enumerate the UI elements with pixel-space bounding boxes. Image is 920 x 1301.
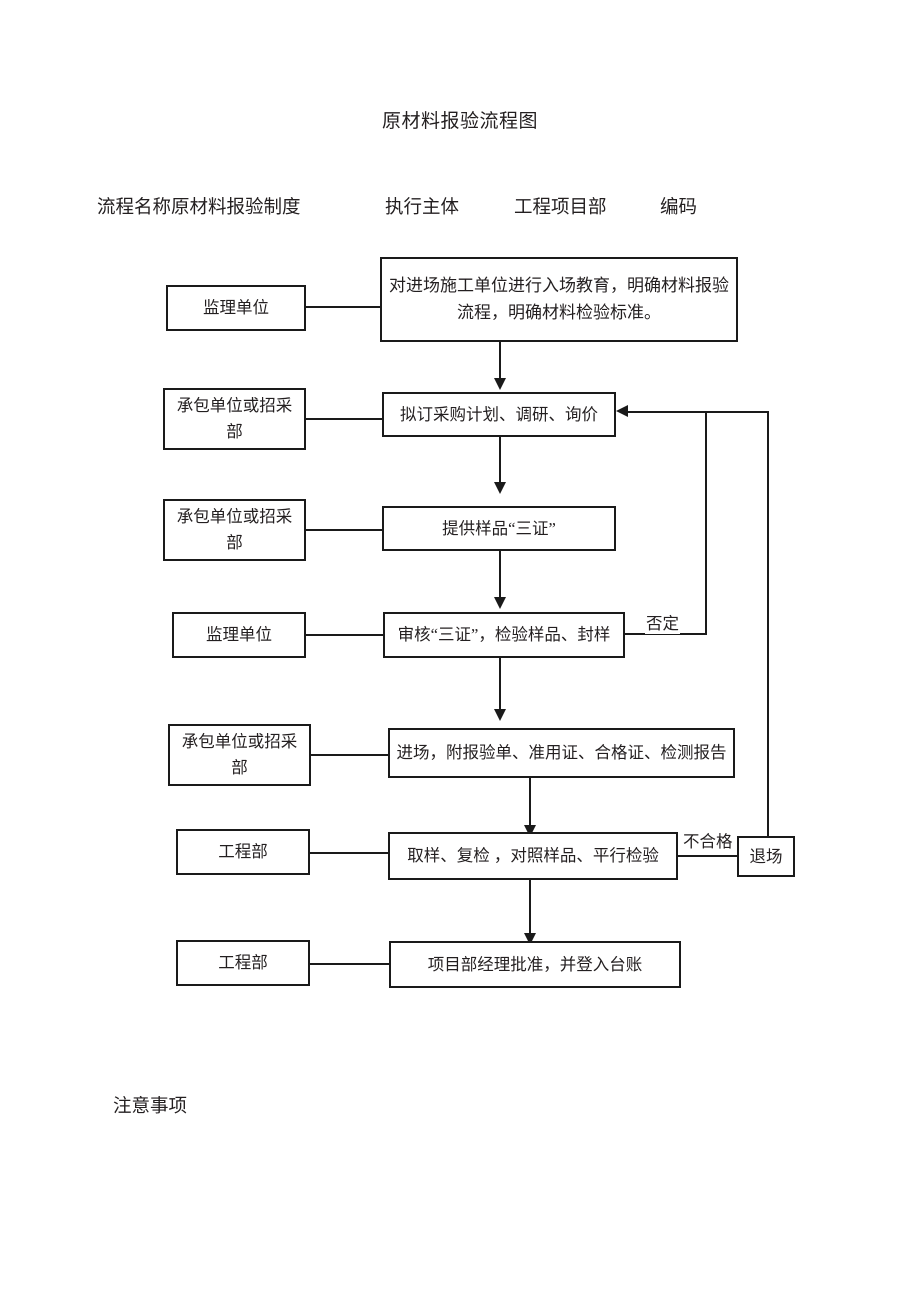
- connector-actor3-step3: [305, 529, 383, 532]
- step-box-7-label: 项目部经理批准，并登入台账: [427, 954, 643, 974]
- step-box-3[interactable]: 提供样品“三证”: [382, 506, 616, 551]
- arrowhead-step4-step5: [494, 709, 506, 721]
- arrowhead-step3-step4: [494, 597, 506, 609]
- actor-box-4-label: 监理单位: [206, 625, 272, 645]
- step-box-2[interactable]: 拟订采购计划、调研、询价: [382, 392, 616, 437]
- step-box-6-label: 取样、复检 ，对照样品、平行检验: [407, 846, 659, 866]
- connector-actor6-step6: [309, 852, 390, 855]
- actor-box-2-label: 承包单位或招采部: [176, 396, 293, 441]
- connector-step2-step3: [499, 437, 502, 487]
- step-box-6[interactable]: 取样、复检 ，对照样品、平行检验: [388, 832, 678, 880]
- actor-box-2[interactable]: 承包单位或招采部: [163, 388, 306, 450]
- step-box-1-line1: 对进场施工单位进行入场教育，明确材料报验: [389, 276, 729, 296]
- step-box-4-label: 审核“三证”，检验样品、封样: [397, 625, 611, 645]
- connector-actor7-step7: [309, 963, 391, 966]
- connector-actor4-step4: [305, 634, 385, 637]
- connector-step4-step5: [499, 658, 502, 714]
- step-box-5-label: 进场，附报验单、准用证、合格证、检测报告: [396, 743, 727, 763]
- actor-box-4[interactable]: 监理单位: [172, 612, 306, 658]
- meta-process-name: 流程名称原材料报验制度: [97, 198, 301, 218]
- actor-box-6[interactable]: 工程部: [176, 829, 310, 875]
- exit-connector-vertical: [767, 411, 770, 837]
- step-box-3-label: 提供样品“三证”: [442, 518, 556, 538]
- actor-box-5-label: 承包单位或招采部: [181, 732, 298, 777]
- arrowhead-return-step2: [616, 405, 628, 417]
- notes-label: 注意事项: [113, 1097, 188, 1117]
- connector-step5-step6: [529, 778, 532, 830]
- step-box-1[interactable]: 对进场施工单位进行入场教育，明确材料报验 流程，明确材料检验标准。: [380, 257, 738, 342]
- meta-row: 流程名称原材料报验制度 执行主体 工程项目部 编码: [97, 193, 857, 219]
- actor-box-3[interactable]: 承包单位或招采部: [163, 499, 306, 561]
- step-box-1-line2: 流程，明确材料检验标准。: [457, 302, 661, 322]
- meta-subject-label: 执行主体: [385, 198, 460, 218]
- actor-box-7[interactable]: 工程部: [176, 940, 310, 986]
- connector-actor5-step5: [310, 754, 390, 757]
- step-box-5[interactable]: 进场，附报验单、准用证、合格证、检测报告: [388, 728, 735, 778]
- step-box-7[interactable]: 项目部经理批准，并登入台账: [389, 941, 681, 988]
- arrowhead-step1-step2: [494, 378, 506, 390]
- connector-step3-step4: [499, 551, 502, 602]
- reject-connector-horizontal: [623, 633, 707, 636]
- connector-actor2-step2: [305, 418, 383, 421]
- connector-step1-step2: [499, 341, 502, 383]
- reject-connector-vertical: [705, 411, 708, 635]
- actor-box-7-label: 工程部: [218, 953, 268, 973]
- exit-connector-return: [626, 411, 769, 414]
- step-box-2-label: 拟订采购计划、调研、询价: [400, 404, 598, 424]
- arrowhead-step2-step3: [494, 482, 506, 494]
- actor-box-1[interactable]: 监理单位: [166, 285, 306, 331]
- page-title: 原材料报验流程图: [381, 111, 538, 132]
- actor-box-5[interactable]: 承包单位或招采部: [168, 724, 311, 786]
- step-box-4[interactable]: 审核“三证”，检验样品、封样: [383, 612, 625, 658]
- terminal-box-exit[interactable]: 退场: [737, 836, 795, 877]
- meta-code-label: 编码: [660, 198, 698, 218]
- connector-actor1-step1: [305, 306, 382, 309]
- fail-edge-label: 不合格: [682, 828, 734, 852]
- actor-box-1-label: 监理单位: [203, 298, 269, 318]
- connector-step6-exit: [676, 855, 739, 858]
- actor-box-3-label: 承包单位或招采部: [176, 507, 293, 552]
- actor-box-6-label: 工程部: [218, 842, 268, 862]
- reject-edge-label: 否定: [645, 610, 680, 634]
- terminal-box-exit-label: 退场: [749, 846, 783, 866]
- meta-subject-value: 工程项目部: [514, 198, 607, 218]
- connector-step6-step7: [529, 880, 532, 938]
